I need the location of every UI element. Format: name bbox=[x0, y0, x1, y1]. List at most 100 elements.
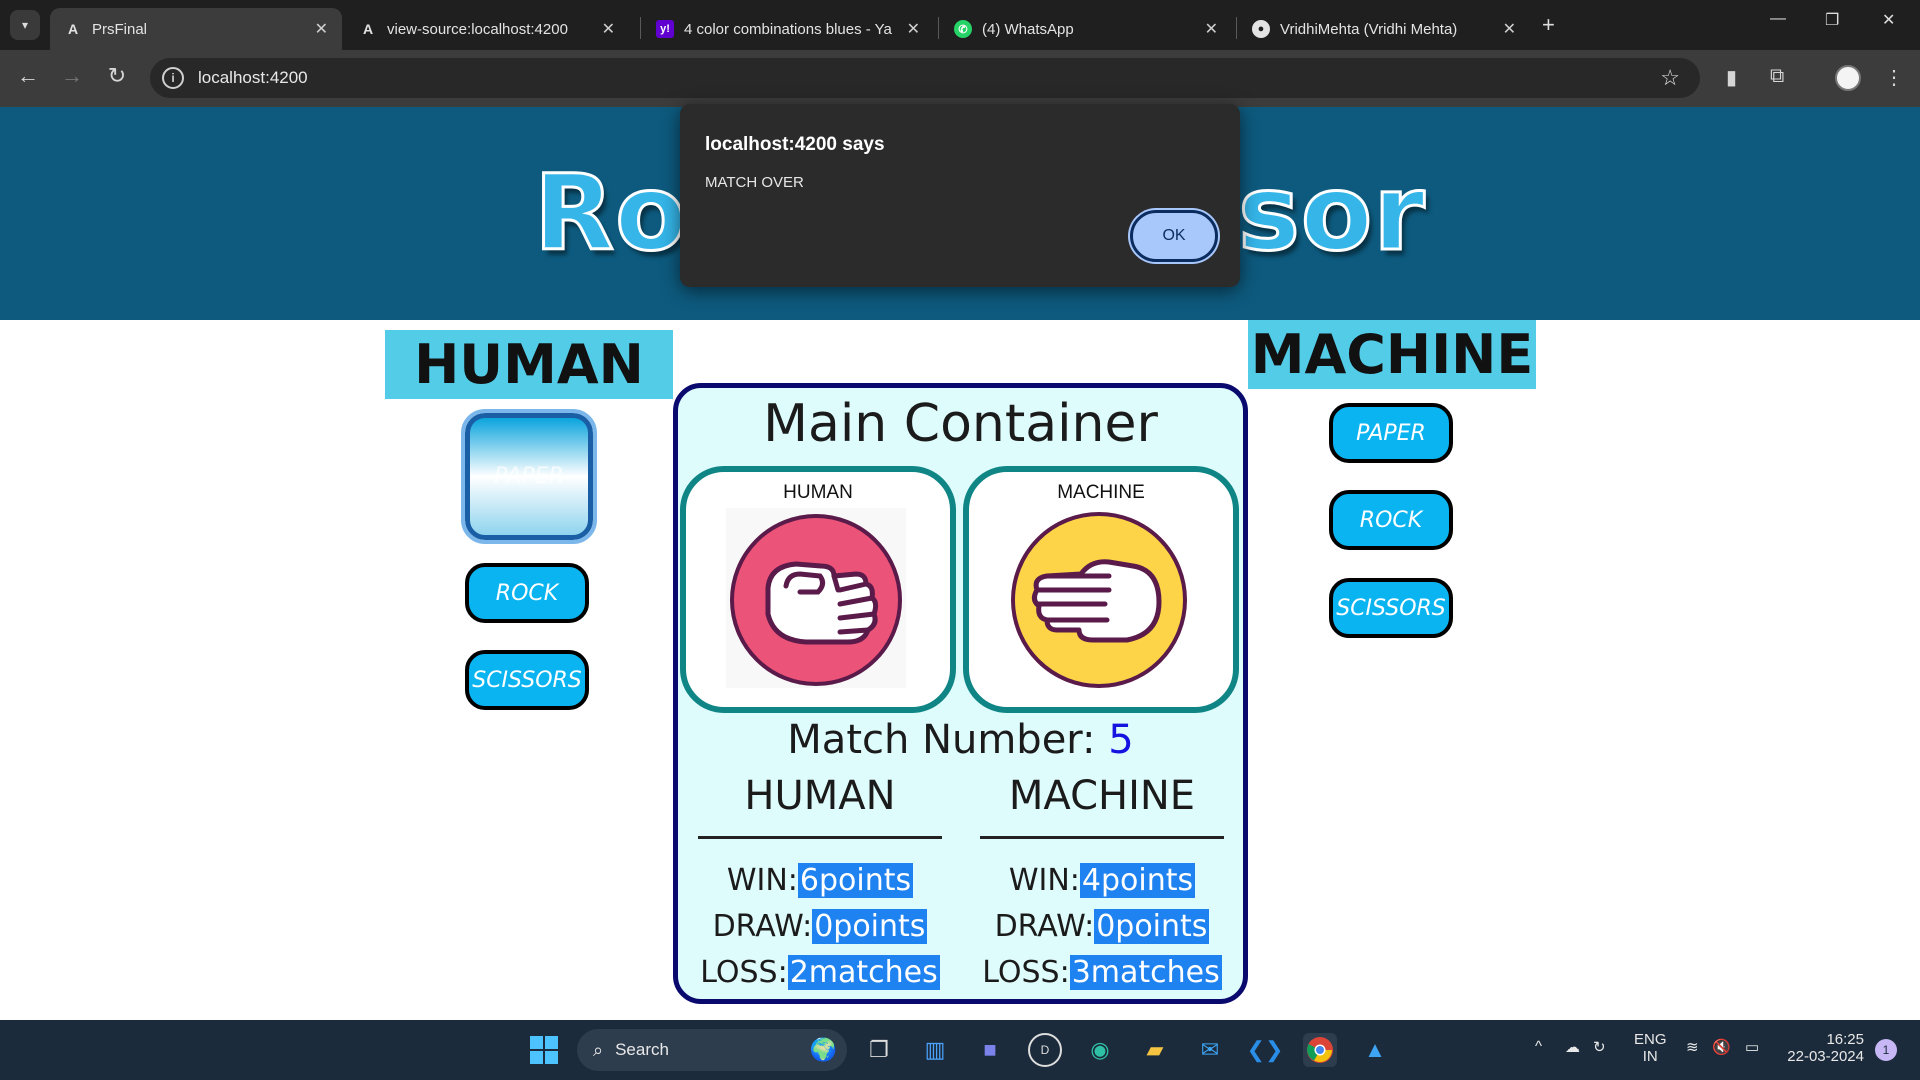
minimize-button[interactable]: — bbox=[1770, 10, 1786, 27]
browser-tab-bar: ▾ A PrsFinal ✕ A view-source:localhost:4… bbox=[0, 0, 1920, 50]
tab-divider bbox=[1236, 17, 1237, 39]
extension-icon[interactable]: ▮ bbox=[1726, 67, 1738, 89]
machine-header: MACHINE bbox=[1248, 320, 1536, 389]
language-indicator[interactable]: ENG IN bbox=[1634, 1031, 1667, 1065]
more-menu-icon[interactable]: ⋮ bbox=[1884, 67, 1904, 89]
reload-icon[interactable]: ↻ bbox=[107, 63, 127, 88]
stat-value: 4points bbox=[1079, 863, 1196, 898]
close-icon[interactable]: ✕ bbox=[1502, 21, 1516, 38]
search-label: Search bbox=[615, 1040, 669, 1059]
forward-arrow-icon[interactable]: → bbox=[61, 63, 83, 88]
tab-search-button[interactable]: ▾ bbox=[10, 10, 40, 40]
puzzle-icon[interactable]: ⧉ bbox=[1770, 65, 1785, 87]
dialog-message: MATCH OVER bbox=[705, 174, 804, 191]
chevron-up-icon[interactable]: ^ bbox=[1535, 1038, 1543, 1055]
tab-title: 4 color combinations blues - Ya bbox=[684, 20, 892, 38]
photos-icon[interactable]: ▲ bbox=[1364, 1037, 1386, 1062]
clock[interactable]: 16:25 22-03-2024 bbox=[1782, 1031, 1864, 1065]
volume-muted-icon[interactable]: 🔇 bbox=[1712, 1039, 1731, 1056]
site-info-icon[interactable]: i bbox=[162, 67, 184, 89]
machine-play-label: MACHINE bbox=[1057, 482, 1145, 503]
vscode-icon[interactable]: ❮❯ bbox=[1246, 1037, 1284, 1062]
stat-label: LOSS: bbox=[700, 955, 788, 990]
tab-github[interactable]: ● VridhiMehta (Vridhi Mehta) ✕ bbox=[1238, 8, 1530, 50]
sync-icon[interactable]: ↻ bbox=[1593, 1039, 1606, 1056]
paper-hand-icon bbox=[1011, 512, 1187, 688]
yahoo-icon: y! bbox=[656, 20, 674, 38]
machine-stat-win: WIN:4points bbox=[962, 863, 1242, 898]
human-stat-draw: DRAW:0points bbox=[680, 909, 960, 944]
machine-rock-button[interactable]: ROCK bbox=[1329, 490, 1453, 550]
file-explorer-icon[interactable]: ▰ bbox=[1146, 1037, 1164, 1062]
stat-label: DRAW: bbox=[994, 909, 1095, 944]
tab-view-source[interactable]: A view-source:localhost:4200 ✕ bbox=[345, 8, 629, 50]
stat-label: DRAW: bbox=[712, 909, 813, 944]
tab-title: PrsFinal bbox=[92, 20, 148, 38]
stat-value: 6points bbox=[797, 863, 914, 898]
window-close-button[interactable]: ✕ bbox=[1882, 12, 1896, 29]
onedrive-icon[interactable]: ☁ bbox=[1565, 1039, 1580, 1056]
tab-title: view-source:localhost:4200 bbox=[387, 20, 568, 38]
stat-label: LOSS: bbox=[982, 955, 1070, 990]
teams-icon[interactable]: ■ bbox=[983, 1037, 997, 1062]
bookmark-star-icon[interactable]: ☆ bbox=[1660, 65, 1680, 90]
ok-button[interactable]: OK bbox=[1130, 210, 1218, 262]
mail-icon[interactable]: ✉ bbox=[1200, 1037, 1220, 1062]
human-rock-button[interactable]: ROCK bbox=[465, 563, 589, 623]
back-arrow-icon[interactable]: ← bbox=[17, 63, 39, 88]
taskbar-search[interactable]: ⌕ Search 🌍 bbox=[577, 1029, 847, 1071]
close-icon[interactable]: ✕ bbox=[1204, 21, 1218, 38]
stat-value: 0points bbox=[1094, 909, 1210, 944]
main-title: Main Container bbox=[763, 394, 1158, 454]
tab-title: (4) WhatsApp bbox=[982, 20, 1074, 38]
close-icon[interactable]: ✕ bbox=[906, 21, 920, 38]
dialog-title: localhost:4200 says bbox=[705, 134, 885, 155]
human-scissors-button[interactable]: SCISSORS bbox=[465, 650, 589, 710]
machine-play-card: MACHINE bbox=[963, 466, 1239, 713]
edge-icon[interactable]: ◉ bbox=[1090, 1037, 1110, 1062]
url-text[interactable]: localhost:4200 bbox=[198, 68, 308, 87]
close-icon[interactable]: ✕ bbox=[601, 21, 615, 38]
score-divider bbox=[980, 836, 1224, 839]
tab-title: VridhiMehta (Vridhi Mehta) bbox=[1280, 20, 1458, 38]
date: 22-03-2024 bbox=[1787, 1048, 1864, 1065]
globe-icon: 🌍 bbox=[809, 1037, 837, 1062]
human-paper-button[interactable]: PAPER bbox=[461, 409, 597, 544]
machine-scissors-button[interactable]: SCISSORS bbox=[1329, 578, 1453, 638]
stat-value: 0points bbox=[812, 909, 928, 944]
score-divider bbox=[698, 836, 942, 839]
profile-avatar[interactable] bbox=[1835, 65, 1861, 91]
wifi-icon[interactable]: ≋ bbox=[1686, 1039, 1699, 1056]
address-bar[interactable]: i localhost:4200 ☆ bbox=[150, 58, 1700, 98]
match-number-value: 5 bbox=[1108, 717, 1134, 763]
tab-divider bbox=[640, 17, 641, 39]
github-icon: ● bbox=[1252, 20, 1270, 38]
tab-divider bbox=[938, 17, 939, 39]
time: 16:25 bbox=[1826, 1031, 1864, 1048]
tab-prsfinal[interactable]: A PrsFinal ✕ bbox=[50, 8, 342, 50]
lang-bottom: IN bbox=[1642, 1048, 1658, 1065]
tab-yahoo[interactable]: y! 4 color combinations blues - Ya ✕ bbox=[642, 8, 934, 50]
human-stat-win: WIN:6points bbox=[680, 863, 960, 898]
close-icon[interactable]: ✕ bbox=[314, 21, 328, 38]
stat-label: WIN: bbox=[726, 863, 798, 898]
windows-taskbar: ⌕ Search 🌍 ❐ ▥ ■ D ◉ ▰ ✉ ❮❯ ▲ ^ ☁ ↻ ENG … bbox=[0, 1020, 1920, 1080]
notification-badge[interactable]: 1 bbox=[1875, 1039, 1897, 1061]
tab-whatsapp[interactable]: ✆ (4) WhatsApp ✕ bbox=[940, 8, 1232, 50]
whatsapp-icon: ✆ bbox=[954, 20, 972, 38]
chrome-icon[interactable] bbox=[1303, 1033, 1337, 1067]
alert-dialog: localhost:4200 says MATCH OVER OK bbox=[680, 104, 1240, 287]
machine-paper-button[interactable]: PAPER bbox=[1329, 403, 1453, 463]
dell-icon[interactable]: D bbox=[1028, 1033, 1062, 1067]
new-tab-button[interactable]: + bbox=[1542, 12, 1555, 37]
machine-score-title: MACHINE bbox=[1008, 773, 1196, 819]
human-score-title: HUMAN bbox=[744, 773, 896, 819]
restore-button[interactable]: ❐ bbox=[1825, 12, 1840, 29]
task-view-icon[interactable]: ❐ bbox=[869, 1037, 889, 1062]
widgets-icon[interactable]: ▥ bbox=[924, 1037, 946, 1062]
angular-icon: A bbox=[67, 21, 79, 37]
logo-text-right: sor bbox=[1237, 151, 1427, 276]
search-icon: ⌕ bbox=[593, 1039, 604, 1060]
windows-start-icon[interactable] bbox=[527, 1033, 561, 1067]
battery-icon[interactable]: ▭ bbox=[1745, 1039, 1760, 1056]
